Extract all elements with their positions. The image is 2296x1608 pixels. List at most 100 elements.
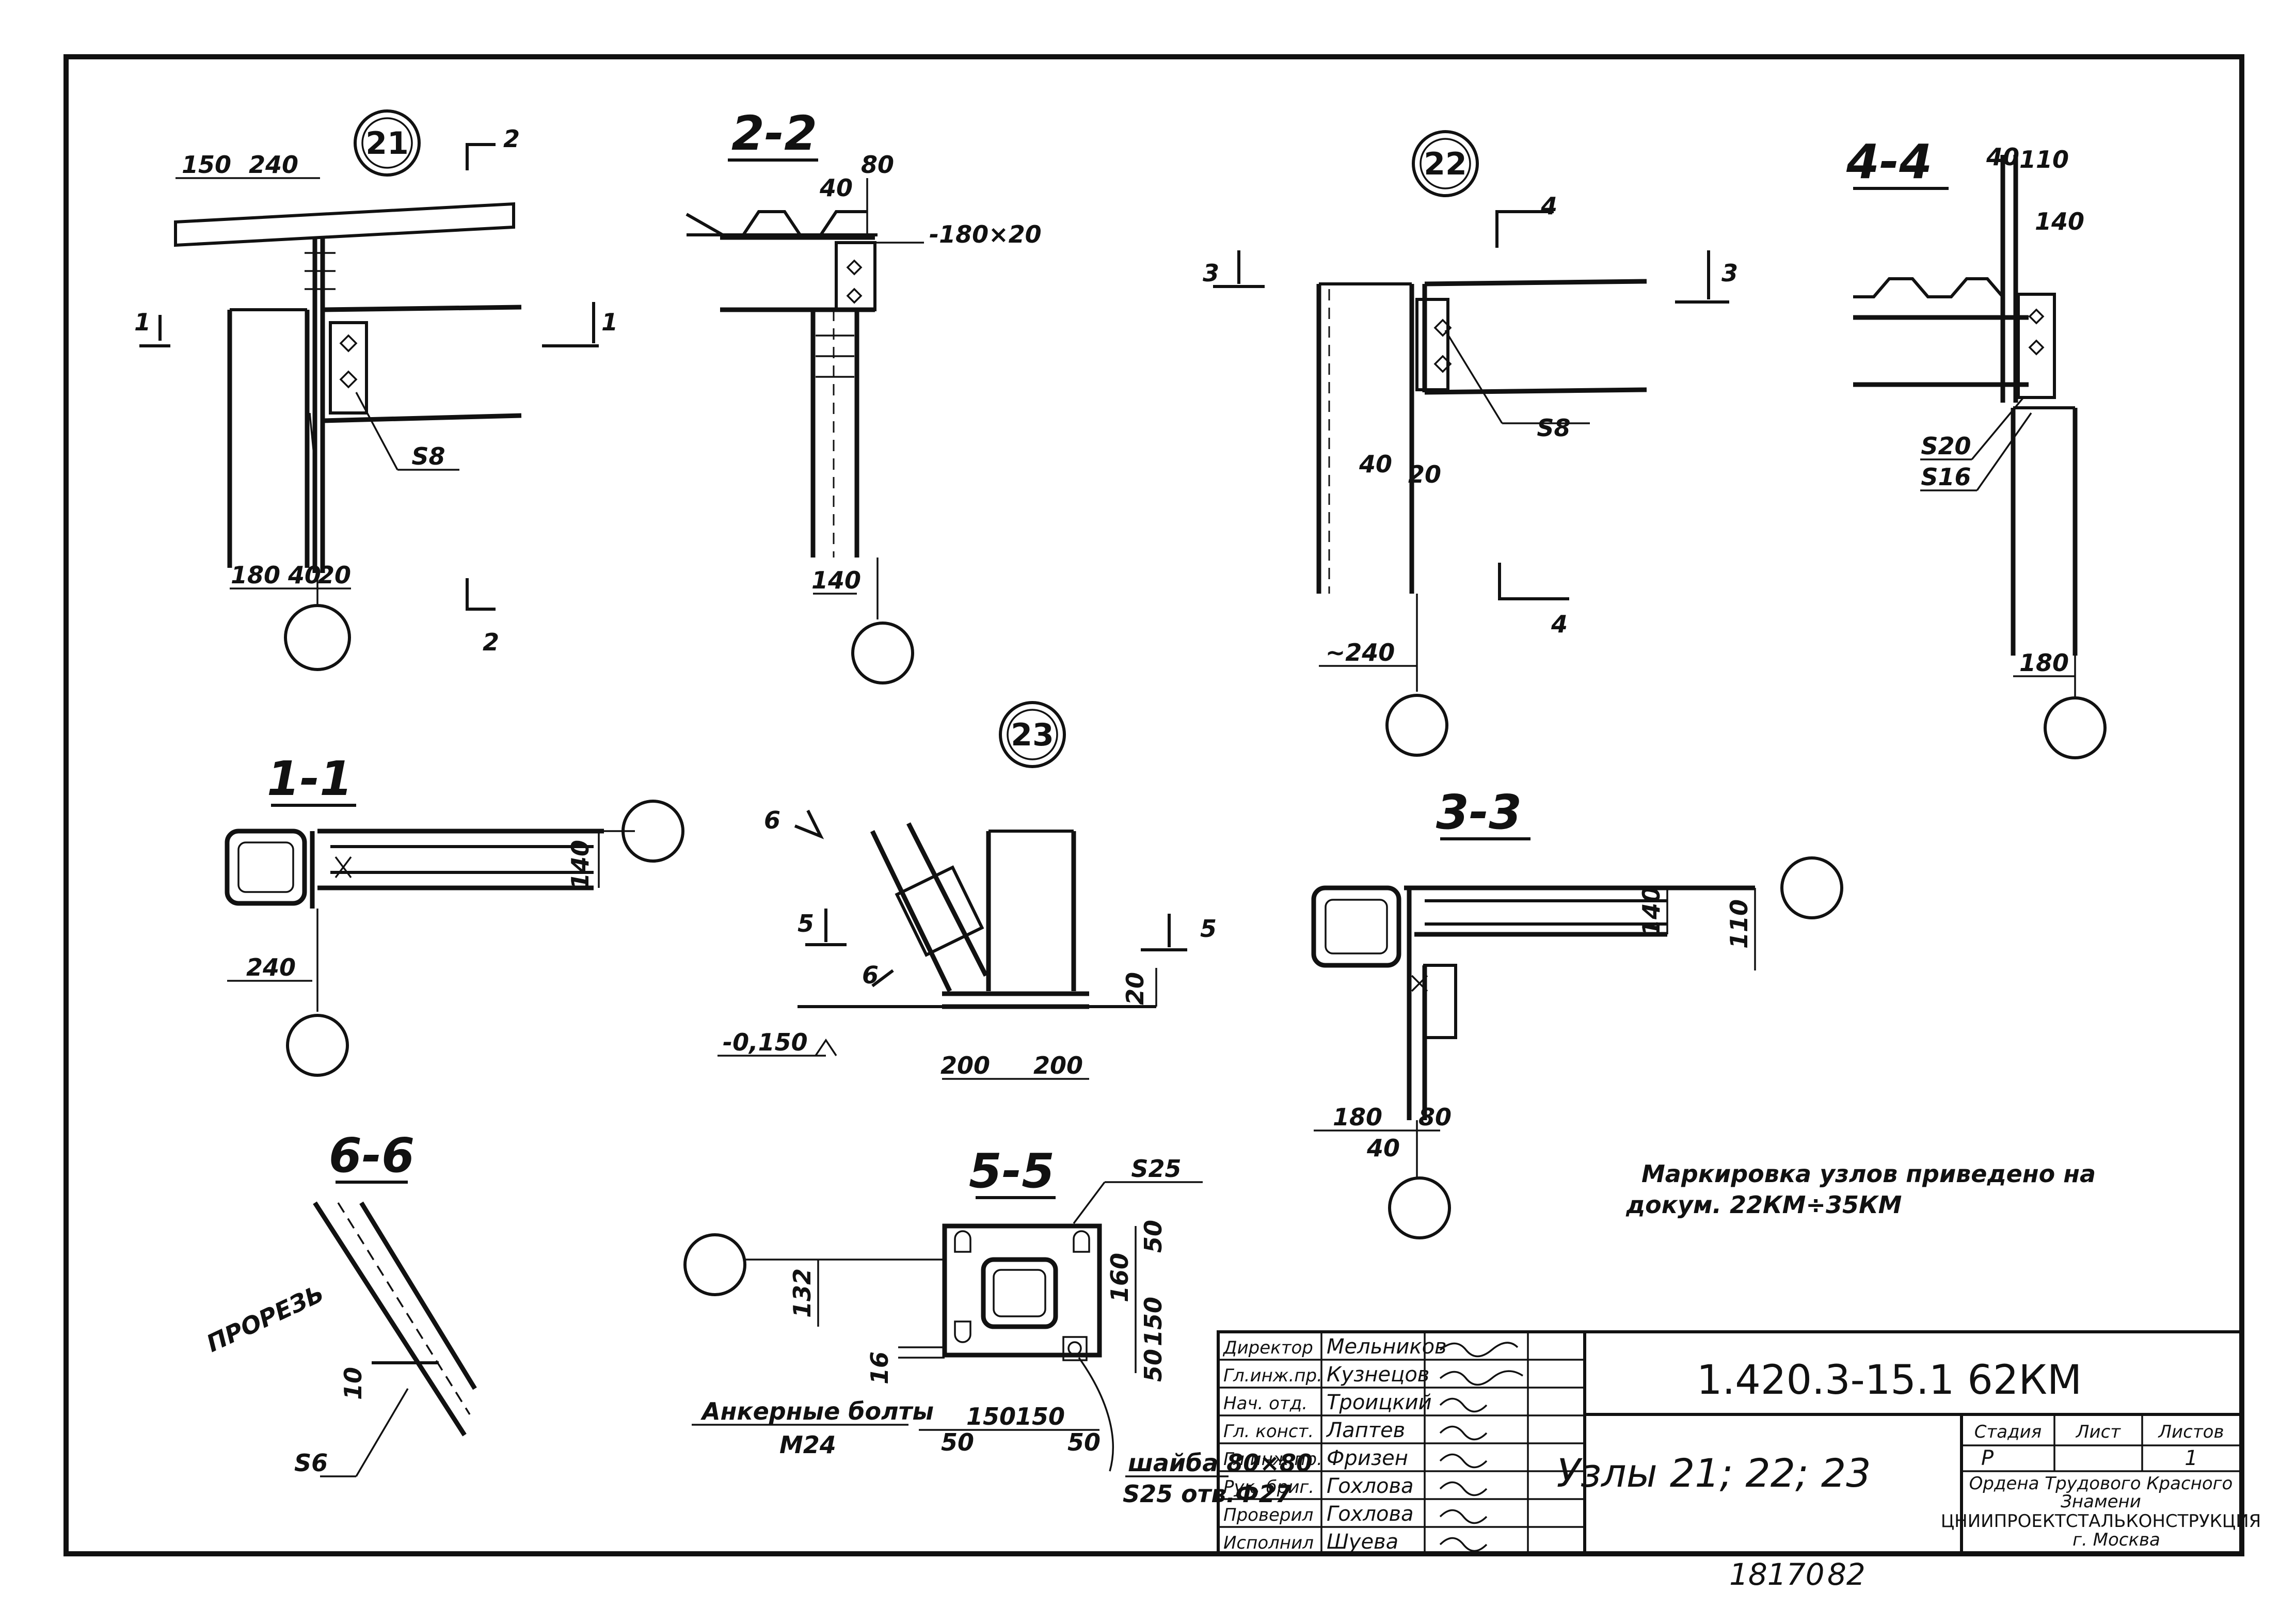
tb-org-line1: Ордена Трудового Красного: [1969, 1473, 2233, 1494]
node-22-drawing: 22 4 3 3 S8 40 20 ~240 4: [1203, 130, 1738, 757]
node-22-label: 22: [1424, 146, 1467, 182]
cut-2-label-b: 2: [483, 628, 499, 656]
archive-number: 18170: [1729, 1557, 1825, 1592]
tb-sheet-title: Узлы 21; 22; 23: [1556, 1450, 1871, 1496]
grid-axis-bubble-21: [284, 604, 351, 671]
dim-150-a: 150: [966, 1403, 1016, 1430]
dim-40-s33: 40: [1366, 1134, 1400, 1162]
annot-s8-node22: S8: [1537, 414, 1570, 442]
dim-40-node22: 40: [1359, 450, 1392, 478]
grid-axis-bubble-25: [621, 800, 684, 863]
tb-name-3: Троицкий: [1327, 1391, 1432, 1414]
section-5-5-title: 5-5: [969, 1143, 1055, 1199]
tb-name-1: Мельников: [1327, 1335, 1447, 1359]
dim-140-s44: 140: [2035, 208, 2084, 235]
sheet-frame: [63, 54, 2244, 1556]
dim-150-b: 150: [1015, 1403, 1065, 1430]
tb-role-2: Гл.инж.пр.: [1223, 1365, 1322, 1386]
section-5-5-drawing: 5-5 S25 132 16 50 160 150 50 150 150: [683, 1143, 1313, 1508]
grid-axis-bubble-27: [1780, 856, 1843, 919]
cut-4-label-b: 4: [1551, 610, 1568, 638]
annot-s25: S25: [1131, 1155, 1181, 1183]
tb-signatures: [1439, 1342, 1523, 1552]
marking-note-line2: докум. 22КМ÷35КМ: [1625, 1191, 1902, 1219]
dim-140-s11: 140: [566, 840, 594, 889]
node-23-label: 23: [1011, 717, 1054, 753]
tb-sheets-header: Листов: [2157, 1422, 2224, 1442]
section-2-2-title: 2-2: [731, 106, 817, 161]
grid-axis-bubble-22: [851, 622, 914, 684]
dim-50-c: 50: [941, 1428, 974, 1456]
node-23-drawing: 23 5 5 6 6 -0,150 200 200 20: [718, 701, 1217, 1080]
section-4-4-drawing: 4-4 40 110 140 S20 S16 180: [1846, 134, 2107, 759]
tb-role-7: Проверил: [1223, 1505, 1313, 1525]
annot-s6: S6: [294, 1449, 328, 1477]
tb-role-4: Гл. конст.: [1223, 1421, 1314, 1442]
dim-180-node21: 180: [231, 561, 280, 589]
cut-4-label-a: 4: [1540, 192, 1557, 220]
cut-1-label-b: 1: [601, 308, 618, 336]
dim-20-node22: 20: [1408, 460, 1441, 488]
dim-140-s22: 140: [811, 566, 861, 594]
dim-180-s33: 180: [1333, 1103, 1382, 1131]
tb-org-line2: Знамени: [2061, 1491, 2141, 1512]
tb-role-1: Директор: [1222, 1338, 1313, 1358]
dim-110-s33: 110: [1725, 899, 1753, 949]
elevation-label: -0,150: [723, 1028, 808, 1056]
annot-washer-hole: S25 отв.Ф27: [1123, 1480, 1292, 1508]
dim-132: 132: [788, 1268, 816, 1318]
tb-role-8: Исполнил: [1223, 1533, 1314, 1553]
annot-s8-node21: S8: [411, 442, 445, 470]
dim-10-s66: 10: [339, 1367, 367, 1400]
section-1-1-title: 1-1: [267, 751, 353, 806]
node-21-label: 21: [365, 125, 409, 162]
section-6-6-drawing: 6-6 ПРОРЕЗЬ 10 S6: [202, 1128, 477, 1477]
tb-role-3: Нач. отд.: [1223, 1393, 1308, 1414]
dim-40-s22: 40: [819, 174, 853, 202]
dim-140-s33: 140: [1637, 886, 1665, 936]
cut-1-label-a: 1: [134, 308, 151, 336]
tb-name-7: Гохлова: [1327, 1502, 1414, 1526]
annot-washer: шайба 80×80: [1128, 1449, 1313, 1477]
section-3-3-title: 3-3: [1436, 785, 1522, 840]
grid-axis-bubble-29: [683, 1233, 746, 1296]
title-block: Директор Гл.инж.пр. Нач. отд. Гл. конст.…: [1217, 1330, 2261, 1555]
tb-stage-value: Р: [1981, 1446, 1994, 1470]
tb-name-2: Кузнецов: [1327, 1363, 1429, 1387]
tb-sheets-value: 1: [2185, 1446, 2197, 1470]
tb-doc-code: 1.420.3-15.1 62КМ: [1697, 1357, 2082, 1404]
dim-160: 160: [1106, 1253, 1134, 1302]
node-21-drawing: 21 150 240 2 1 1 2 S8: [134, 109, 618, 671]
grid-axis-bubble-23: [1385, 694, 1448, 757]
tb-name-5: Фризен: [1327, 1446, 1408, 1470]
archive-suffix: 82: [1827, 1557, 1866, 1592]
dim-150-v: 150: [1139, 1297, 1167, 1346]
annot-plate-180x20: -180×20: [929, 220, 1042, 248]
dim-20-node21: 20: [318, 561, 351, 589]
grid-axis-bubble-28: [1388, 1176, 1451, 1239]
marking-note-line1: Маркировка узлов приведено на: [1641, 1160, 2096, 1188]
tb-role-5: Гл.инж.пр.: [1223, 1449, 1322, 1470]
tb-name-4: Лаптев: [1326, 1419, 1405, 1442]
dim-240-s11: 240: [246, 953, 296, 981]
marking-note: Маркировка узлов приведено на докум. 22К…: [1625, 1160, 2096, 1219]
cut-3-label-b: 3: [1721, 259, 1738, 287]
cut-3-label-a: 3: [1203, 259, 1219, 287]
cut-6-label-a: 6: [764, 806, 780, 834]
tb-org-line3: ЦНИИПРОЕКТСТАЛЬКОНСТРУКЦИЯ: [1941, 1511, 2261, 1532]
dim-80-s22: 80: [861, 151, 894, 179]
cut-5-label-b: 5: [1200, 915, 1217, 943]
tb-name-6: Гохлова: [1327, 1474, 1414, 1498]
dim-110-s44: 110: [2019, 146, 2069, 173]
section-3-3-drawing: 3-3 140 110 180 80 40: [1311, 785, 1843, 1239]
dim-50-a: 50: [1139, 1220, 1167, 1253]
cut-2-label-a: 2: [503, 125, 520, 153]
dim-50-b: 50: [1139, 1349, 1167, 1382]
tb-name-8: Шуева: [1327, 1530, 1398, 1554]
annot-m24: M24: [779, 1431, 836, 1459]
tb-stage-header: Стадия: [1974, 1422, 2042, 1442]
section-1-1-drawing: 1-1 140 240: [225, 751, 684, 1077]
section-6-6-title: 6-6: [329, 1128, 414, 1183]
dim-200-b: 200: [1033, 1052, 1083, 1079]
